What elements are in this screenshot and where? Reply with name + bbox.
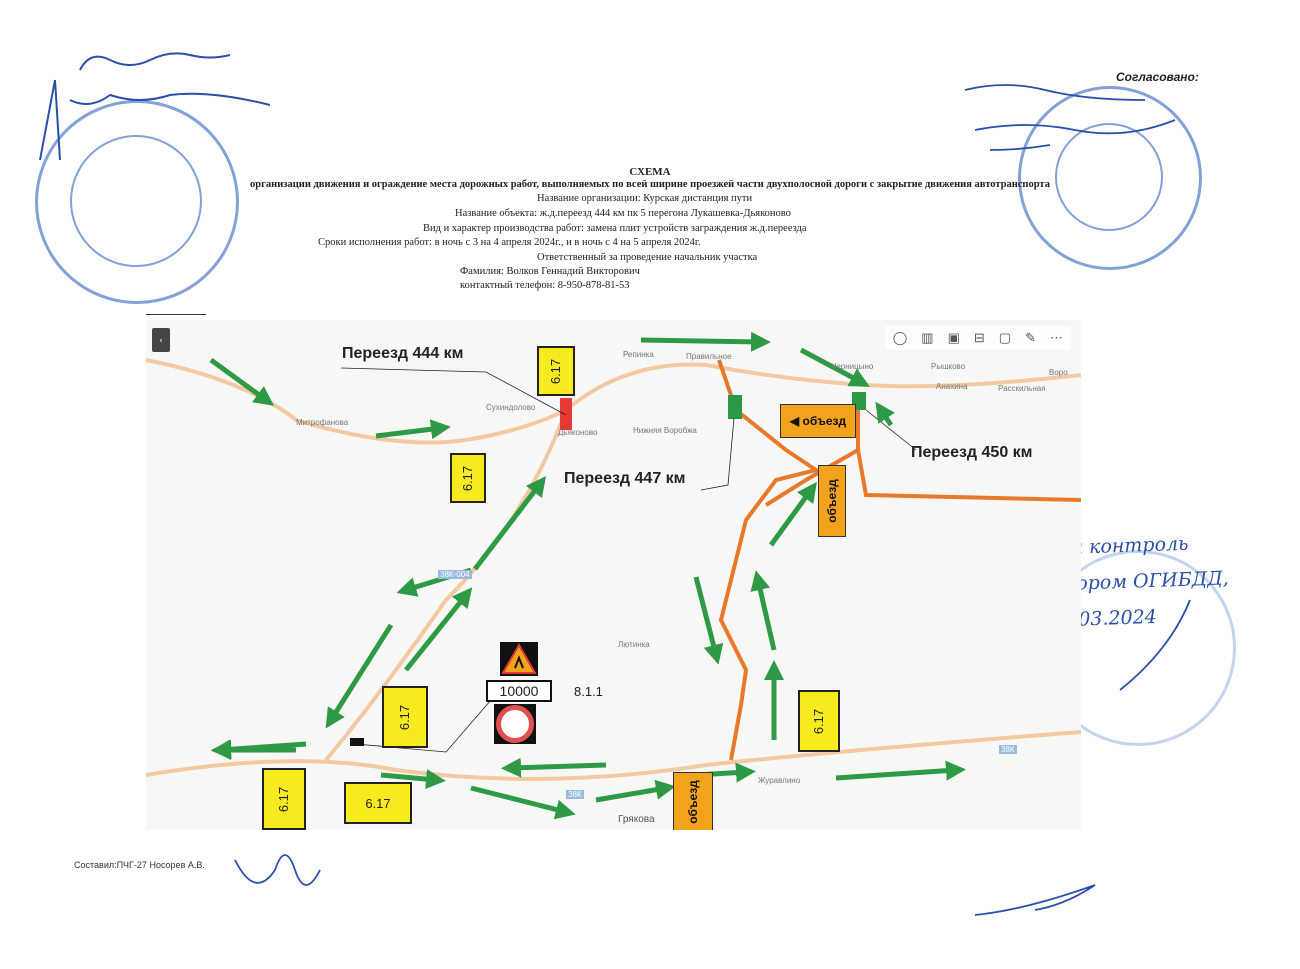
place-label: Анахина [936,382,968,391]
sign-6-17: 6.17 [344,782,412,824]
stamp-left-inner [70,135,202,267]
stamp-right-inner [1055,123,1163,231]
traffic-arrows [209,331,966,820]
place-label: Митрофанова [296,418,349,427]
detour-route [717,359,1081,761]
road-number: 38К-004 [438,570,472,579]
compiled-by: Составил:ПЧГ-27 Носорев А.В. [74,860,205,870]
place-label: Рышково [931,362,966,371]
sign-6-17: 6.17 [382,686,428,748]
more-icon[interactable]: ⋯ [1050,330,1063,345]
dates-line: Сроки исполнения работ: в ночь с 3 на 4 … [318,237,701,248]
road-number: 38К [999,745,1017,754]
sign-code-label: 8.1.1 [574,684,603,699]
ruler-icon[interactable]: ✎ [1025,330,1036,345]
work-site-marker [350,738,364,746]
organization-line: Название организации: Курская дистанция … [537,193,753,204]
closure-444-marker [560,398,572,430]
place-label: Репинка [623,350,654,359]
object-line: Название объекта: ж.д.переезд 444 км пк … [455,208,791,219]
road-number: 38К [566,790,584,799]
scheme-map: ‹ ◯ ▥ ▣ ⊟ ▢ ✎ ⋯ [146,320,1081,830]
no-traffic-icon [496,705,534,743]
place-label: Нижняя Воробжа [633,426,697,435]
sign-6-17: 6.17 [450,453,486,503]
responsible-line: Ответственный за проведение начальник уч… [537,252,758,263]
bus-icon[interactable]: ⊟ [973,330,985,345]
no-entry-sign [494,704,536,744]
roadworks-icon [501,642,537,674]
name-line: Фамилия: Волков Геннадий Викторович [460,266,640,277]
place-label: Грякова [618,814,655,825]
place-label: Правильное [686,352,732,361]
map-toolbar: ◯ ▥ ▣ ⊟ ▢ ✎ ⋯ [884,326,1071,350]
crossing-450-label: Переезд 450 км [911,444,1033,461]
sign-6-17: 6.17 [262,768,306,830]
place-label: Дьяконово [558,428,598,437]
panorama-icon[interactable]: ▢ [998,330,1012,345]
sign-6-17: 6.17 [798,690,840,752]
distance-plate: 10000 [486,680,552,702]
crossing-447-label: Переезд 447 км [564,470,686,487]
place-label: Журавлино [758,776,801,785]
work-type-line: Вид и характер производства работ: замен… [423,223,807,234]
place-label: Черницыно [831,362,874,371]
detour-sign: объезд [673,772,713,830]
crossing-444-label: Переезд 444 км [342,345,464,362]
stamp-right [1018,86,1202,270]
place-label: Расскильная [998,384,1046,393]
stamp-left [35,100,239,304]
crossing-447-marker [728,395,742,419]
camera-icon[interactable]: ▣ [947,330,960,345]
divider [146,314,206,315]
approved-label: Согласовано: [1116,70,1199,84]
roadwork-sign [500,642,538,676]
map-roads [146,331,1081,820]
phone-line: контактный телефон: 8-950-878-81-53 [460,280,630,291]
layers-icon[interactable]: ▥ [921,330,934,345]
sign-6-17: 6.17 [537,346,575,396]
document-subtitle: организации движения и ограждение места … [250,179,1050,190]
document-title: СХЕМА [629,166,671,178]
place-label: Воро [1049,368,1068,377]
place-label: Сухиндолово [486,403,536,412]
collapse-button[interactable]: ‹ [152,328,170,352]
detour-sign: объезд [818,465,846,537]
traffic-icon[interactable]: ◯ [892,330,908,345]
place-label: Лютинка [618,640,650,649]
detour-sign: ◀ объезд [780,404,856,438]
